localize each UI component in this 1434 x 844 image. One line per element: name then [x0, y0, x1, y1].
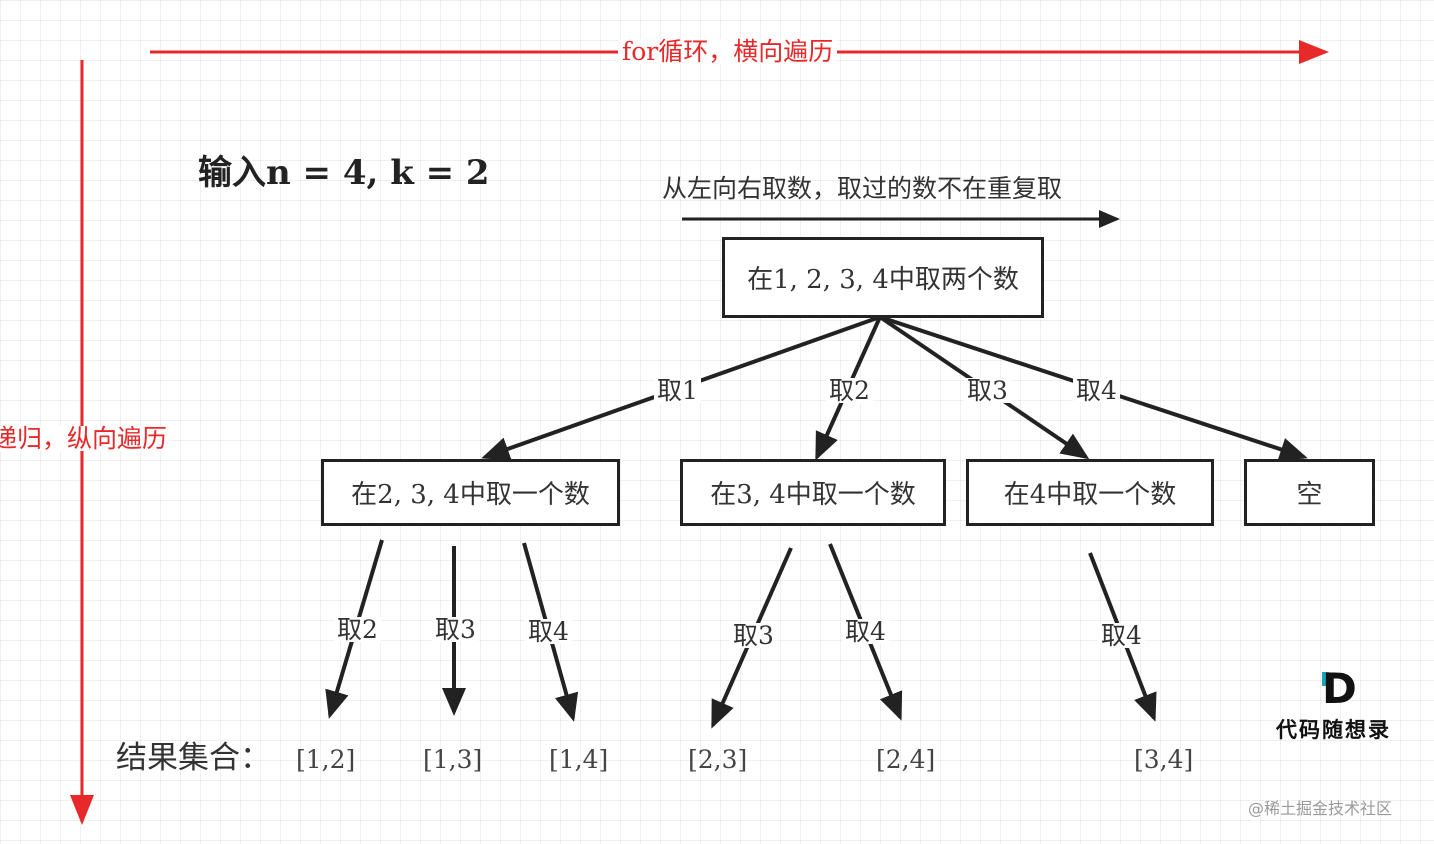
edge-label-take-1: 取1	[654, 378, 701, 403]
level1-node-2: 在3, 4中取一个数	[680, 459, 946, 526]
brand-logo: D 代码随想录	[1276, 668, 1406, 746]
result-item-5: [2,4]	[876, 745, 936, 774]
horizontal-traversal-label: for循环，横向遍历	[618, 39, 838, 64]
level1-node-3-text: 在4中取一个数	[1003, 480, 1177, 510]
root-node: 在1, 2, 3, 4中取两个数	[722, 237, 1044, 318]
edge-label-take-2: 取2	[826, 378, 873, 403]
edge-label-take-2-from-node1: 取2	[334, 617, 381, 642]
edge-label-take-3: 取3	[964, 378, 1011, 403]
edge-label-take-4-from-node2: 取4	[842, 619, 889, 644]
result-item-6: [3,4]	[1134, 745, 1194, 774]
result-item-2: [1,3]	[423, 745, 483, 774]
edge-label-take-4-from-node1: 取4	[525, 619, 572, 644]
result-item-3: [1,4]	[549, 745, 609, 774]
result-item-1: [1,2]	[296, 745, 356, 774]
edge-label-take-4-from-node3: 取4	[1098, 623, 1145, 648]
edge-label-take-3-from-node1: 取3	[432, 617, 479, 642]
level1-node-1: 在2, 3, 4中取一个数	[321, 459, 620, 526]
results-heading: 结果集合：	[116, 740, 271, 776]
edge-label-take-3-from-node2: 取3	[730, 623, 777, 648]
result-item-4: [2,3]	[688, 745, 748, 774]
vertical-traversal-label: 递归，纵向遍历	[0, 426, 170, 451]
level1-node-empty: 空	[1244, 459, 1375, 526]
brand-logo-mark: D	[1322, 668, 1357, 712]
input-parameters: 输入n = 4, k = 2	[198, 153, 490, 193]
level1-node-empty-text: 空	[1296, 480, 1323, 510]
level1-node-2-text: 在3, 4中取一个数	[710, 480, 916, 510]
direction-note: 从左向右取数，取过的数不在重复取	[662, 174, 1063, 203]
root-node-text: 在1, 2, 3, 4中取两个数	[747, 265, 1019, 295]
brand-logo-name: 代码随想录	[1276, 718, 1391, 742]
watermark: @稀土掘金技术社区	[1248, 799, 1393, 818]
edge-label-take-4: 取4	[1073, 378, 1120, 403]
level1-node-1-text: 在2, 3, 4中取一个数	[351, 480, 590, 510]
brand-logo-letter: D	[1322, 664, 1357, 713]
level1-node-3: 在4中取一个数	[966, 459, 1214, 526]
